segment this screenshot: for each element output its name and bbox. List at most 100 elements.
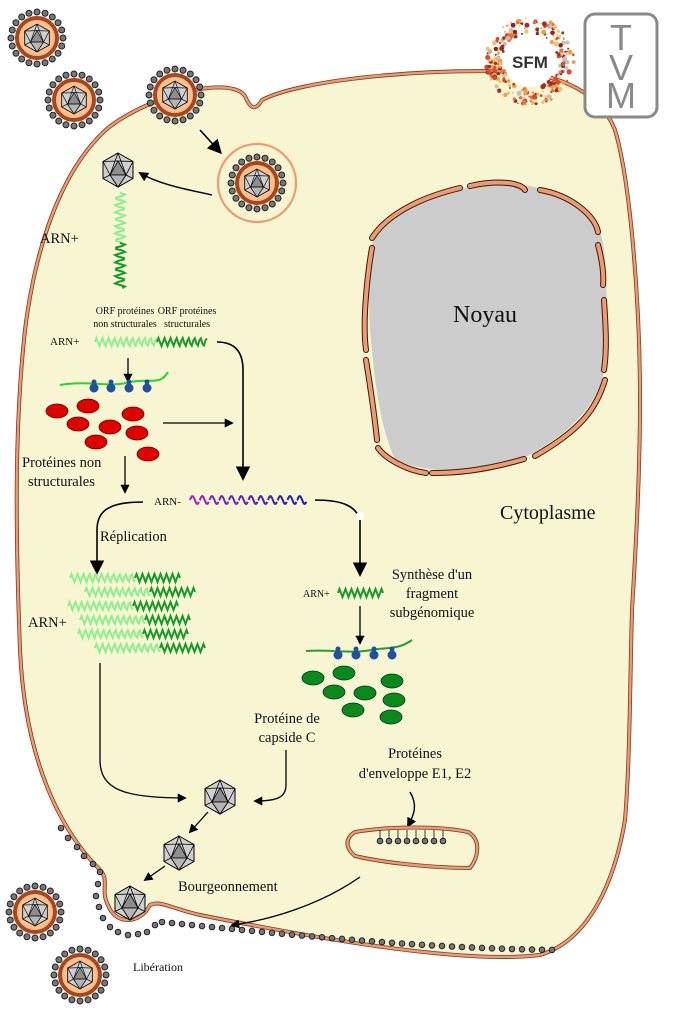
ribosome-icon [89,383,99,393]
spike-icon [85,75,93,83]
logo-dot [556,34,559,37]
spike-icon [49,111,57,119]
logo-dot [518,24,521,27]
spike-icon [179,116,187,124]
ribosomes [89,379,152,393]
spike-icon [41,9,49,17]
logo-dot [508,84,511,87]
replicated-rna-structural [149,585,196,599]
logo-dot [512,97,516,101]
logo-dot [565,51,569,56]
nonstructural-protein-icon [76,398,100,414]
spike-icon [54,19,62,27]
spike-icon [102,971,110,979]
spike-icon [23,883,31,891]
logo-dot [485,46,490,51]
spike-icon [6,916,14,924]
logo-dot [509,87,511,89]
replicated-rna-nonstructural [67,599,134,613]
membrane-glycoprotein-icon [278,930,286,938]
structural-protein-icon [341,702,365,718]
spike-icon [8,26,16,34]
logo-dot [503,92,508,98]
logo-dot [564,65,569,70]
spike-icon [18,13,26,21]
nonstructural-protein-icon [121,406,145,422]
logo-dot [497,50,500,53]
spike-icon [39,883,47,891]
logo-dot [541,21,547,27]
spike-icon [196,83,204,91]
logo-dot [493,46,499,52]
logo-dot [512,29,518,35]
ribosome-small-icon [108,379,114,385]
logo-dot [558,87,563,92]
spike-icon [163,66,171,74]
capsid-to-membrane-arrow [143,865,166,882]
spike-icon [39,933,47,941]
ribosome-icon [106,383,116,393]
orf-nonstructural-label: ORF protéines [96,306,155,317]
nonstructural-proteins-label-2: structurales [28,474,95,490]
nonstructural-proteins-label: Protéines non [22,455,102,471]
spike-icon [58,26,66,34]
ribosome-small-icon [126,379,132,385]
membrane-glycoprotein-icon [134,930,142,938]
logo-dot [491,40,497,46]
logo-dot [524,17,527,20]
spike-icon [70,122,78,130]
structural-protein-icon [322,684,346,700]
membrane-glycoprotein-icon [168,919,176,927]
logo-dot [535,27,540,32]
spike-icon [171,117,179,125]
glycoprotein-icon [412,837,420,845]
logo-dot [541,83,547,88]
membrane-glycoprotein-icon [548,946,556,954]
spike-icon [268,158,276,166]
logo-dot [550,91,553,94]
arn-plus-replicated-label: ARN+ [28,615,67,631]
vesicle-glycoproteins [376,830,447,845]
membrane-glycoprotein-icon [428,942,436,949]
membrane-glycoprotein-icon [468,944,476,951]
spike-icon [52,923,60,931]
logo-dot [494,84,499,89]
membrane-glycoprotein-icon [114,928,122,936]
logo-dot [508,32,515,39]
logo-dot [502,26,505,29]
logo-dot [498,62,503,66]
spike-icon [78,121,86,129]
arn-plus-subgenomic-label: ARN+ [303,589,330,600]
arrow-to-rna-minus [216,341,251,481]
logo-dot [502,41,508,46]
spike-icon [278,171,286,179]
nucleus-label: Noyau [453,302,517,328]
entry-arrow [199,129,222,155]
membrane-glycoprotein-icon [288,931,296,938]
logo-dot [531,102,534,106]
budding-label: Bourgeonnement [178,879,278,895]
logo-dot [509,21,513,24]
virion-released-1 [5,882,65,942]
spike-icon [91,992,99,1000]
spike-icon [95,104,103,112]
virion-attaching [145,65,205,125]
replication-arrow [89,501,144,575]
replicated-rna-nonstructural [84,585,151,599]
membrane-glycoprotein-icon [94,880,102,888]
logo-dot [492,75,497,81]
spike-icon [31,934,39,942]
logo-dot [547,94,552,99]
spike-icon [23,933,31,941]
logo-dot [555,73,558,76]
spike-icon [59,34,67,42]
spike-icon [253,153,261,161]
logo-dot [562,64,565,67]
replicated-rna-nonstructural [77,627,144,641]
spike-icon [33,8,41,16]
membrane-glycoprotein-icon [398,940,406,947]
membrane-glycoprotein-icon [238,926,246,934]
spike-icon [245,154,253,162]
logo-dot [561,31,565,35]
logo-dot [517,102,519,105]
